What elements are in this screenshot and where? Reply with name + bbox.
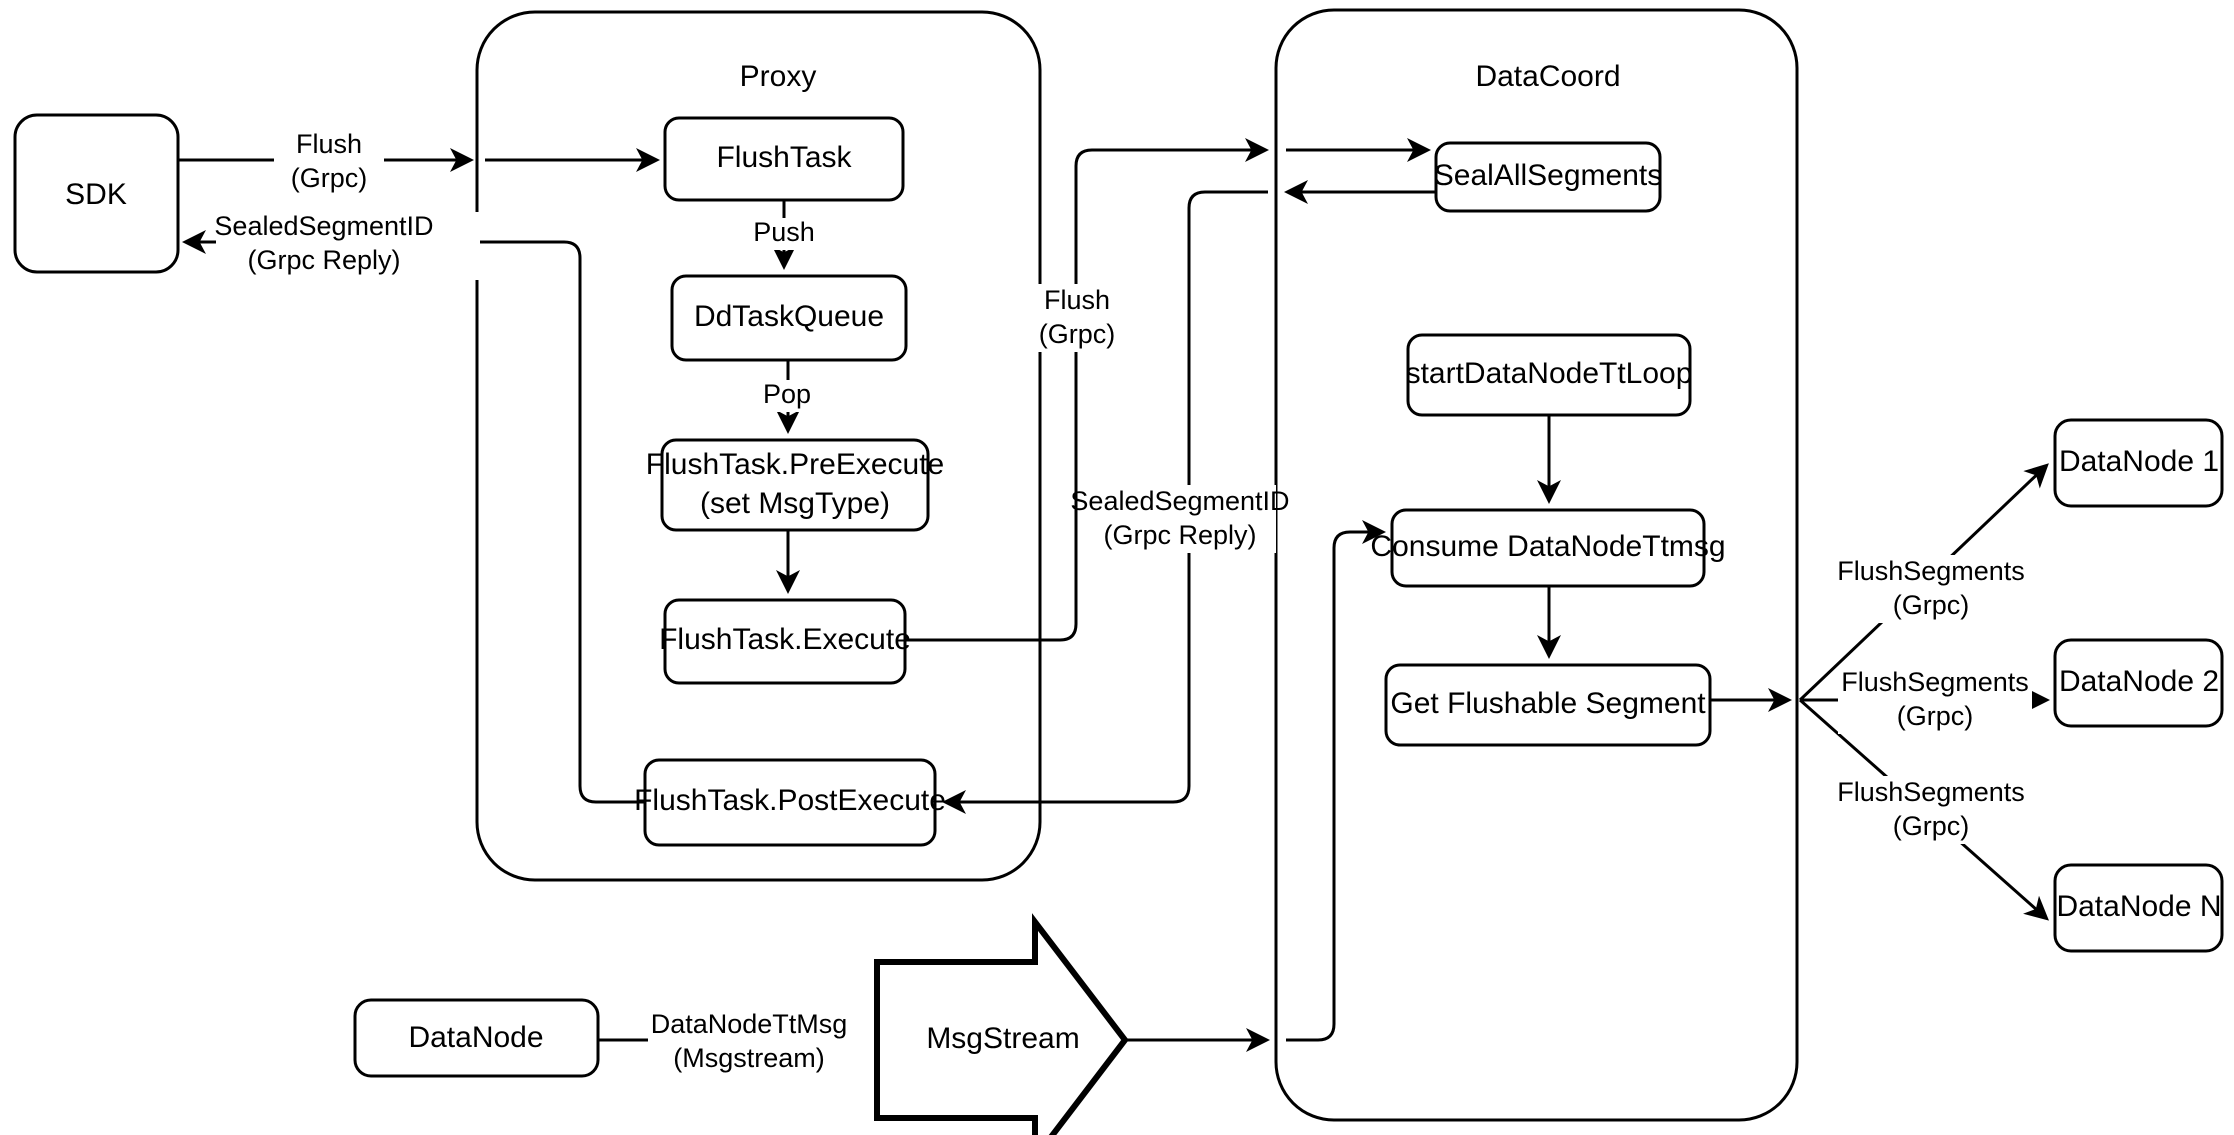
shape-msgstream-arrow[interactable] <box>874 913 1129 1135</box>
label-start-datanode-tt-loop: startDataNodeTtLoop <box>1406 357 1693 390</box>
label-flushtask-preexecute-line2: (set MsgType) <box>700 487 890 520</box>
edge-label-sdk-sealed-line1: SealedSegmentID <box>214 211 433 241</box>
node-datanode-1[interactable] <box>2053 418 2224 508</box>
edge-execute-to-datacoord-flush <box>905 138 1269 642</box>
container-label-datacoord: DataCoord <box>1475 60 1620 93</box>
label-flushtask-preexecute-line1: FlushTask.PreExecute <box>646 448 944 481</box>
edge-label-sdk-sealed-line2: (Grpc Reply) <box>247 245 400 275</box>
edge-datacoord-rail-to-consume <box>1286 520 1386 1042</box>
halo-pop <box>748 380 826 412</box>
edge-label-flushsegments-n-line1: FlushSegments <box>1837 777 2025 807</box>
node-seal-all-segments[interactable] <box>1434 141 1662 213</box>
container-label-proxy: Proxy <box>740 60 817 93</box>
edge-label-push: Push <box>753 217 815 247</box>
edge-label-coord-flush-line1: Flush <box>1044 285 1110 315</box>
edge-label-datanode-ttmsg-line2: (Msgstream) <box>673 1043 825 1073</box>
halo-coord-sealed <box>1088 485 1276 553</box>
edge-postexecute-to-sdk-route <box>476 240 645 804</box>
edge-label-sdk-flush-line1: Flush <box>296 129 362 159</box>
edge-label-flushsegments-2-line2: (Grpc) <box>1897 701 1974 731</box>
node-flushtask-preexecute[interactable] <box>660 438 930 532</box>
node-sdk[interactable] <box>13 113 180 274</box>
label-datanode-n: DataNode N <box>2056 890 2221 923</box>
halo-flush-grpc <box>274 130 384 198</box>
label-sdk: SDK <box>65 178 127 211</box>
label-msgstream: MsgStream <box>926 1022 1079 1055</box>
edge-label-flushsegments-n-line2: (Grpc) <box>1893 811 1970 841</box>
node-datanode-2[interactable] <box>2053 638 2224 728</box>
label-flush-task: FlushTask <box>716 141 852 174</box>
label-flushtask-execute: FlushTask.Execute <box>659 623 911 656</box>
label-get-flushable-segment: Get Flushable Segment <box>1390 687 1706 720</box>
halo-push <box>740 218 828 250</box>
container-proxy <box>475 10 1042 882</box>
edge-label-coord-flush-line2: (Grpc) <box>1039 319 1116 349</box>
halo-proxy-coord-flush <box>1028 284 1124 352</box>
halo-datanode-ttmsg <box>648 1008 874 1076</box>
label-datanode-1: DataNode 1 <box>2059 445 2219 478</box>
edge-label-sdk-flush-line2: (Grpc) <box>291 163 368 193</box>
edge-label-pop: Pop <box>763 379 811 409</box>
edge-label-flushsegments-1-line2: (Grpc) <box>1893 590 1970 620</box>
label-flushtask-postexecute: FlushTask.PostExecute <box>634 784 946 817</box>
halo-flushsegments-1 <box>1838 555 2032 623</box>
label-seal-all-segments: SealAllSegments <box>1434 159 1662 192</box>
label-consume-datanode-ttmsg: Consume DataNodeTtmsg <box>1370 530 1725 563</box>
node-get-flushable-segment[interactable] <box>1384 663 1712 747</box>
label-datanode-bottom: DataNode <box>408 1021 543 1054</box>
container-datacoord <box>1274 8 1799 1122</box>
node-datanode-bottom[interactable] <box>353 998 600 1078</box>
edge-label-datanode-ttmsg-line1: DataNodeTtMsg <box>651 1009 848 1039</box>
node-datanode-n[interactable] <box>2053 863 2224 953</box>
halo-flushsegments-2 <box>1838 666 2032 734</box>
label-datanode-2: DataNode 2 <box>2059 665 2219 698</box>
halo-sealed-reply <box>216 212 480 280</box>
edge-label-coord-sealed-line2: (Grpc Reply) <box>1103 520 1256 550</box>
halo-flushsegments-n <box>1838 776 2032 844</box>
edge-label-flushsegments-1-line1: FlushSegments <box>1837 556 2025 586</box>
edge-label-flushsegments-2-line1: FlushSegments <box>1841 667 2029 697</box>
label-dd-task-queue: DdTaskQueue <box>694 300 884 333</box>
edge-label-coord-sealed-line1: SealedSegmentID <box>1070 486 1289 516</box>
